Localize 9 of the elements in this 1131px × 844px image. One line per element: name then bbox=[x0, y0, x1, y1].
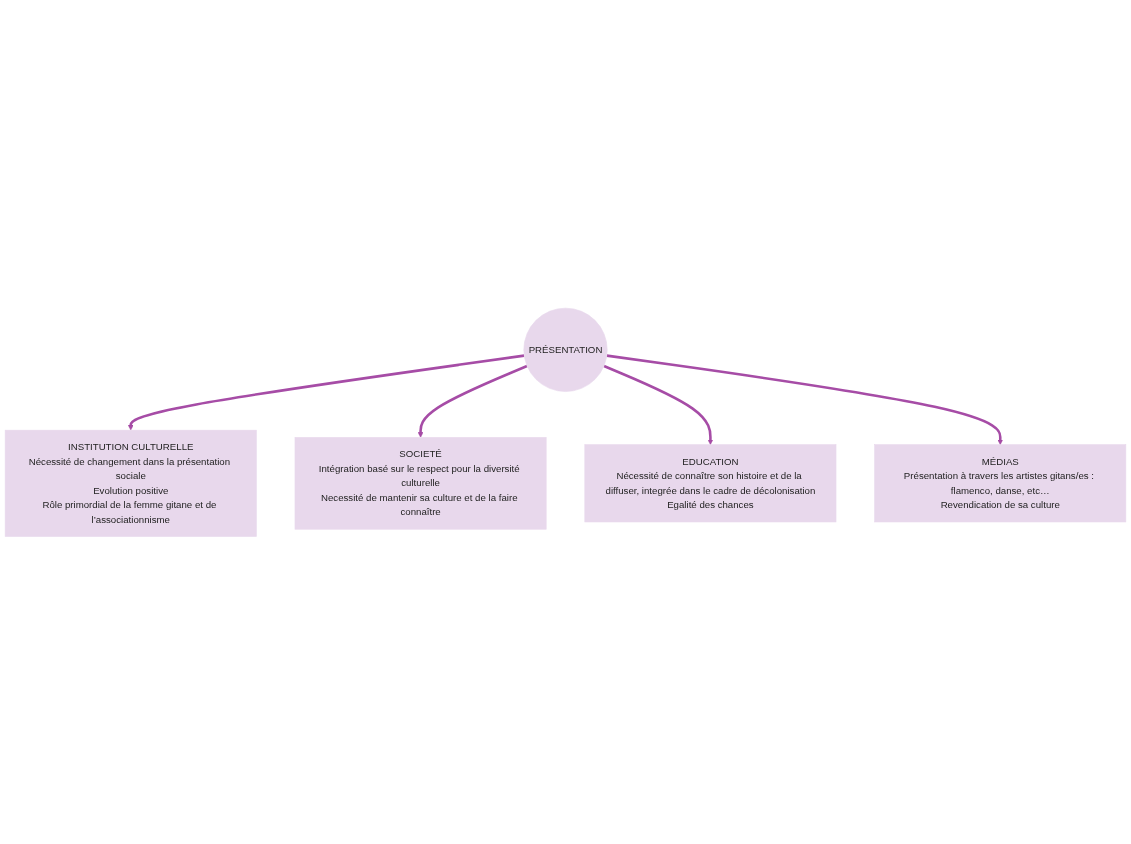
arrow bbox=[606, 354, 1004, 445]
arrow bbox=[603, 364, 714, 445]
node-box: EDUCATION Nécessité de connaître son histoire et de la diffuser, integrée dans le cadre de décolonisation Egalité des chances bbox=[584, 444, 837, 522]
node-circle: PRÉSENTATION bbox=[523, 307, 608, 392]
node-box: MÉDIAS Présentation à travers les artistes gitans/es : flamenco, danse, etc… Revendication de sa culture bbox=[874, 444, 1127, 522]
arrow bbox=[417, 364, 528, 438]
node-box: INSTITUTION CULTURELLE Nécessité de changement dans la présentation sociale Evolution positive Rôle primordial de la femme gitane et de l’associationnisme bbox=[4, 429, 257, 537]
node-box: SOCIETÉ Intégration basé sur le respect pour la diversité culturelle Necessité de mantenir sa culture et de la faire connaître bbox=[294, 436, 547, 530]
arrow bbox=[127, 354, 525, 431]
